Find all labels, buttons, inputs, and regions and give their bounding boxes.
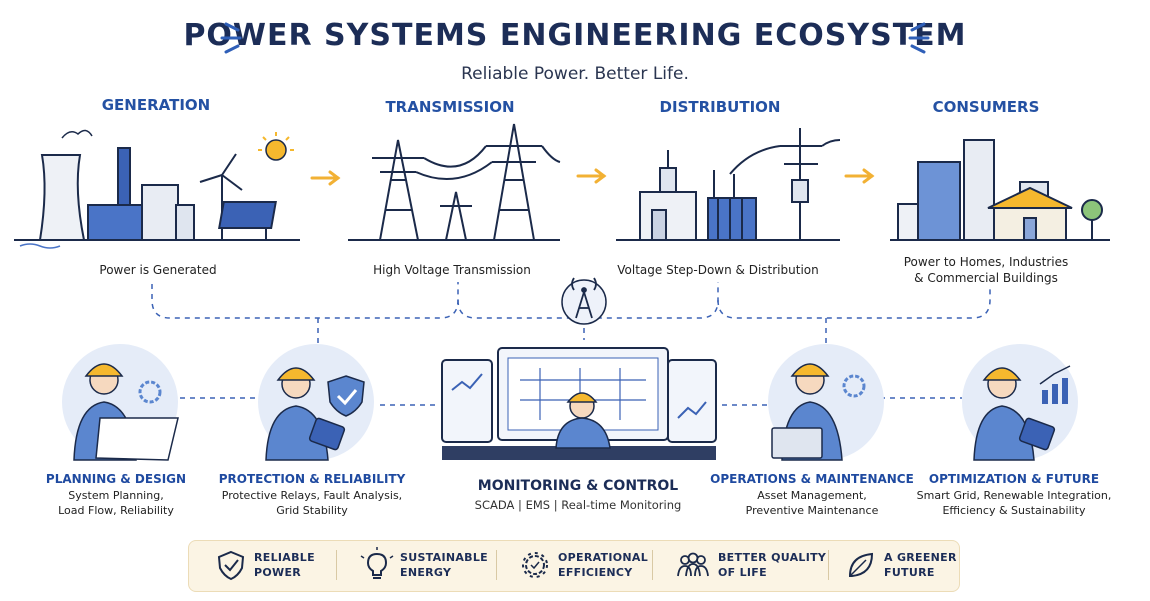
role-desc-planning-line2: Load Flow, Reliability	[58, 504, 174, 517]
stage-illustrations	[14, 123, 1110, 249]
stage-caption-consumers-line2: & Commercial Buildings	[914, 271, 1058, 285]
signal-tower-icon	[561, 277, 607, 325]
stage-label-distribution: DISTRIBUTION	[659, 98, 781, 116]
benefit-line1: OPERATIONAL	[558, 551, 649, 564]
benefit-line2: POWER	[254, 566, 302, 579]
stage-caption-generation: Power is Generated	[99, 263, 217, 277]
shield-check-icon	[217, 550, 245, 581]
benefit-divider	[496, 550, 497, 580]
role-desc-protection-line1: Protective Relays, Fault Analysis,	[221, 489, 403, 502]
benefit-sustainable-energy: SUSTAINABLE ENERGY	[360, 547, 488, 582]
title-decoration	[220, 22, 930, 54]
transmission-tower-icon	[348, 123, 561, 241]
benefit-operational-efficiency: OPERATIONAL EFFICIENCY	[520, 548, 648, 582]
stage-label-consumers: CONSUMERS	[932, 98, 1040, 116]
substation-icon	[616, 128, 841, 241]
stage-caption-distribution: Voltage Step-Down & Distribution	[617, 263, 819, 277]
leaf-icon	[848, 552, 874, 577]
role-desc-optimization-line2: Efficiency & Sustainability	[942, 504, 1086, 517]
role-desc-operations-line2: Preventive Maintenance	[745, 504, 879, 517]
role-desc-protection-line2: Grid Stability	[276, 504, 348, 517]
monitoring-title: MONITORING & CONTROL	[477, 478, 679, 494]
benefit-line2: ENERGY	[400, 566, 452, 579]
benefit-line1: BETTER QUALITY	[718, 551, 827, 564]
benefit-divider	[652, 550, 653, 580]
role-title-planning: PLANNING & DESIGN	[45, 472, 187, 486]
stage-caption-consumers-line1: Power to Homes, Industries	[903, 255, 1069, 269]
benefit-line2: OF LIFE	[718, 566, 767, 579]
benefits-bar	[188, 540, 960, 592]
benefit-divider	[336, 550, 337, 580]
page-subtitle: Reliable Power. Better Life.	[461, 64, 689, 84]
engineer-planning-icon	[62, 344, 179, 461]
role-desc-optimization-line1: Smart Grid, Renewable Integration,	[916, 489, 1112, 502]
engineer-operations-icon	[768, 344, 884, 461]
page-title: POWER SYSTEMS ENGINEERING ECOSYSTEM	[183, 18, 967, 53]
engineer-protection-icon	[258, 344, 374, 461]
benefit-line2: FUTURE	[884, 566, 935, 579]
stage-caption-transmission: High Voltage Transmission	[373, 263, 531, 277]
role-title-operations: OPERATIONS & MAINTENANCE	[710, 472, 914, 486]
power-plant-icon	[14, 129, 300, 249]
benefit-greener-future: A GREENER FUTURE	[846, 548, 957, 582]
people-icon	[677, 552, 709, 577]
monitoring-desc: SCADA | EMS | Real-time Monitoring	[474, 498, 682, 512]
role-desc-planning-line1: System Planning,	[68, 489, 164, 502]
role-illustrations	[62, 344, 1078, 461]
control-room-icon	[441, 347, 717, 460]
benefit-better-quality: BETTER QUALITY OF LIFE	[676, 548, 826, 582]
role-desc-operations-line1: Asset Management,	[757, 489, 867, 502]
role-title-optimization: OPTIMIZATION & FUTURE	[928, 472, 1100, 486]
stage-label-transmission: TRANSMISSION	[385, 98, 515, 116]
buildings-icon	[890, 139, 1110, 241]
stage-label-generation: GENERATION	[101, 96, 211, 114]
benefit-line1: SUSTAINABLE	[400, 551, 488, 564]
flow-arrow-icon	[310, 168, 875, 186]
benefit-reliable-power: RELIABLE POWER	[216, 548, 315, 582]
role-title-protection: PROTECTION & RELIABILITY	[218, 472, 406, 486]
benefit-divider	[828, 550, 829, 580]
gear-icon	[522, 552, 548, 578]
benefit-line2: EFFICIENCY	[558, 566, 633, 579]
engineer-optimization-icon	[962, 344, 1078, 461]
benefit-line1: A GREENER	[884, 551, 957, 564]
benefit-line1: RELIABLE	[254, 551, 315, 564]
lightbulb-icon	[360, 547, 394, 579]
